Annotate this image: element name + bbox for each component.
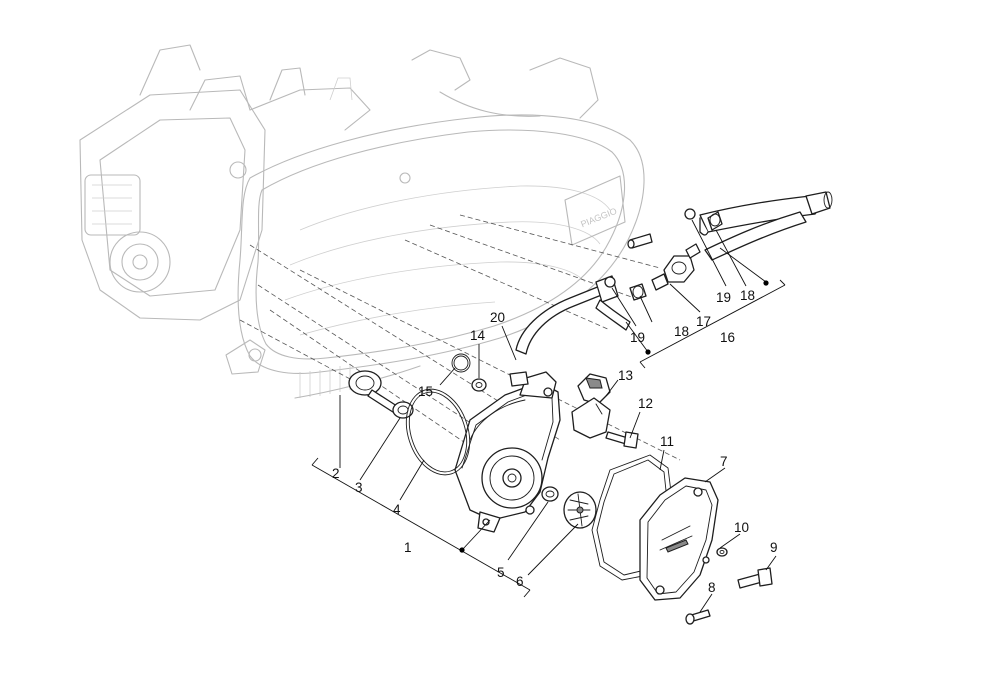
- callout-19b: 19: [716, 290, 731, 305]
- o-ring-small-inner: [453, 355, 469, 371]
- alignment-lines: [239, 214, 681, 471]
- water-pump-body: [454, 371, 561, 533]
- callout-11: 11: [660, 434, 674, 449]
- thermo-fitting: [571, 373, 611, 439]
- leader-lines: [311, 219, 786, 613]
- callout-18a: 18: [674, 324, 689, 339]
- washer-14: [471, 378, 487, 392]
- callout-7: 7: [720, 454, 728, 469]
- valve-17: [651, 243, 701, 291]
- nipple-fitting: [627, 233, 653, 249]
- hose-clamp-left: [629, 283, 647, 301]
- bolt-flange: [605, 431, 639, 449]
- washer-14-hole: [475, 382, 483, 388]
- pump-cover: [639, 477, 719, 601]
- o-ring-small: [451, 353, 471, 373]
- screw-short: [685, 609, 711, 625]
- small-ring-19b: [684, 208, 696, 220]
- assembly-dot-hose-upper: [763, 280, 769, 286]
- hose-elbow: [509, 275, 631, 387]
- callout-5: 5: [497, 565, 505, 580]
- bolt-long: [737, 567, 773, 589]
- callout-10: 10: [734, 520, 749, 535]
- callout-18b: 18: [740, 288, 755, 303]
- o-ring-large: [405, 388, 471, 476]
- washer-small: [716, 547, 728, 557]
- callout-13: 13: [618, 368, 633, 383]
- callout-14: 14: [470, 328, 486, 343]
- shaft-seal: [541, 486, 559, 502]
- impeller: [563, 491, 597, 529]
- engine-block-ghost: PIAGGIO: [79, 44, 645, 399]
- callout-12: 12: [638, 396, 653, 411]
- callout-19a: 19: [630, 330, 645, 345]
- svg-text:PIAGGIO: PIAGGIO: [579, 206, 618, 230]
- callout-3: 3: [355, 480, 363, 495]
- assembly-dot-hose: [645, 349, 651, 355]
- callout-16: 16: [720, 330, 735, 345]
- hose-upper: [699, 191, 833, 261]
- callout-4: 4: [393, 502, 401, 517]
- callout-1: 1: [404, 540, 412, 555]
- assembly-dot-1: [459, 547, 465, 553]
- callout-15: 15: [418, 384, 433, 399]
- callout-17: 17: [696, 314, 711, 329]
- hose-clamp-right: [707, 211, 723, 231]
- callout-6: 6: [516, 574, 524, 589]
- pump-shaft: [348, 370, 401, 415]
- callout-8: 8: [708, 580, 716, 595]
- small-ring-19a: [604, 276, 616, 288]
- o-ring-large-inner: [408, 391, 468, 473]
- callout-2: 2: [332, 466, 340, 481]
- callout-labels: 1 2 3 4 5 6 7 8 9 10 11 12 13 14 15 16 1…: [332, 288, 778, 595]
- callout-9: 9: [770, 540, 778, 555]
- callout-20: 20: [490, 310, 505, 325]
